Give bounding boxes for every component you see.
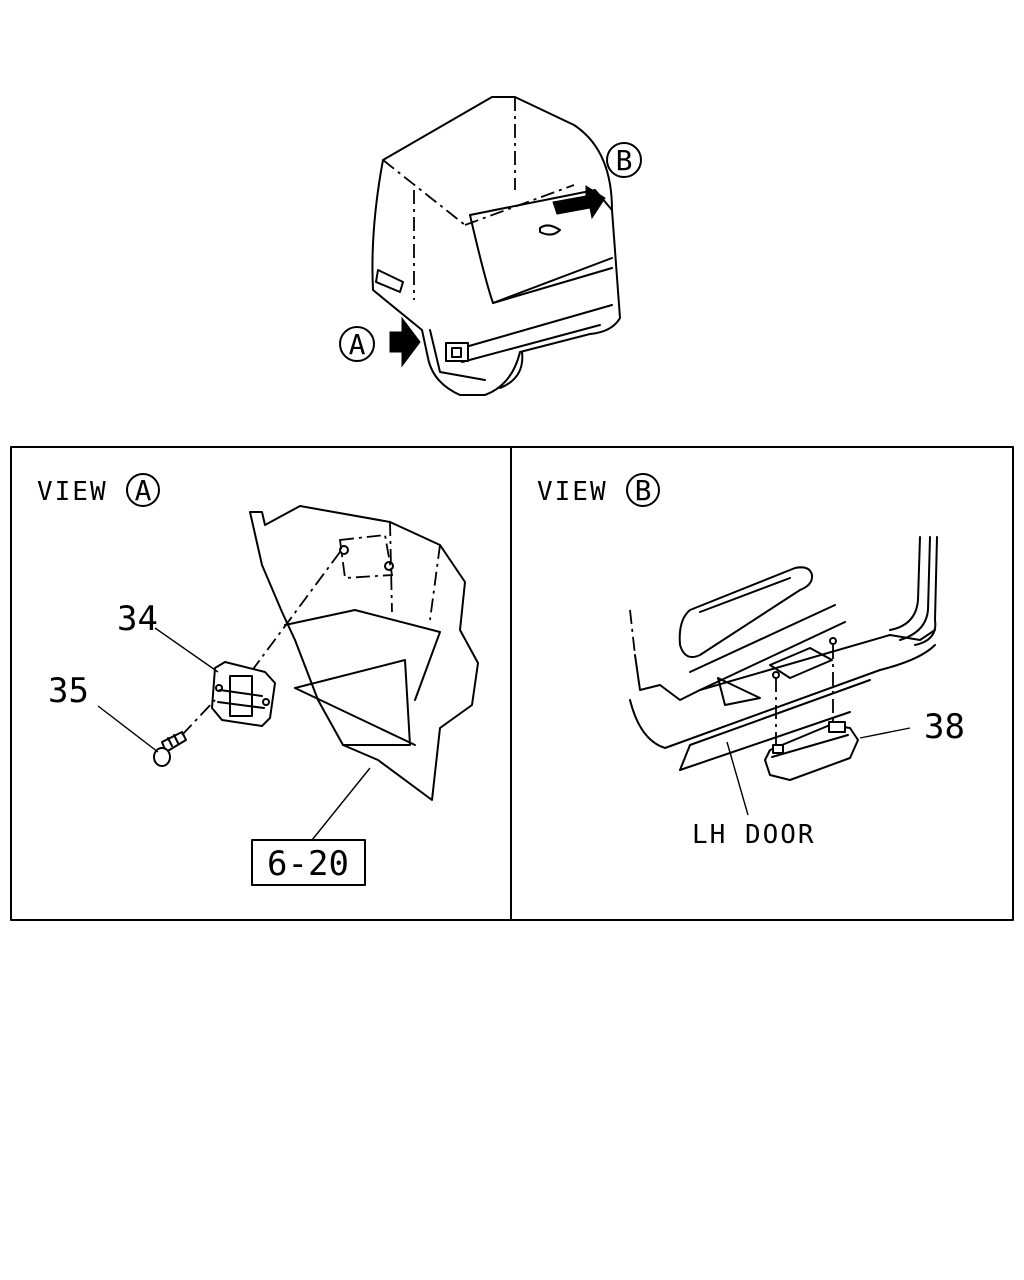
part-34-label: 34 [117, 599, 158, 639]
panel-view-a: VIEW A 34 [37, 473, 479, 886]
door-sill-lower [679, 679, 871, 771]
part-location-a-inner [451, 347, 462, 358]
view-a-circle [126, 473, 160, 507]
lamp-screw-hole [829, 637, 837, 645]
view-a-title: VIEW [37, 477, 108, 507]
front-bumper-lower [461, 324, 601, 363]
leader-35 [97, 705, 159, 753]
lamp-screw-hole [772, 671, 780, 679]
trim-shelf-edge [294, 687, 416, 746]
door-pillar [889, 536, 921, 631]
mount-hole [384, 561, 394, 571]
windshield [469, 189, 613, 216]
lh-door-label: LH DOOR [692, 820, 816, 850]
arrow-b [552, 185, 606, 220]
trim-hidden-line [389, 521, 393, 613]
trim-hidden-line [429, 544, 441, 621]
ref-box [251, 839, 366, 886]
door-pillar [914, 536, 938, 646]
callout-b-circle [606, 142, 642, 178]
wheel-arc [499, 351, 524, 389]
interior-trim-panel [249, 505, 479, 801]
door-armrest [678, 566, 814, 658]
front-bumper [454, 304, 613, 351]
part-35-screw [153, 731, 187, 767]
leader-38 [859, 727, 911, 739]
trim-shelf [294, 659, 411, 746]
door-trim-line [689, 604, 836, 673]
arrow-a [389, 316, 421, 368]
part-35-label: 35 [48, 671, 89, 711]
part-location-b [539, 224, 561, 236]
leader-ref [311, 767, 371, 841]
view-b-title: VIEW [537, 477, 608, 507]
cab-side-panel [429, 329, 486, 381]
panel-view-b: VIEW B 38 [537, 473, 965, 850]
mount-plate-outline [338, 534, 394, 579]
part-38-lamp [764, 721, 859, 781]
part-34-relay [211, 661, 276, 727]
callout-a-circle [339, 326, 375, 362]
door-lower-panel [634, 629, 936, 701]
lamp-cutout [769, 647, 833, 679]
armrest-inner [699, 577, 791, 613]
door-edge-dash [629, 609, 636, 656]
door-wedge [717, 677, 761, 706]
screw-leader [181, 699, 216, 736]
view-b-letter: B [635, 474, 652, 507]
cab-side-step [375, 269, 404, 293]
door-sill [629, 644, 936, 749]
view-b-circle [626, 473, 660, 507]
door-trim-line [699, 621, 846, 691]
trim-inner-edge [284, 609, 441, 701]
part-38-label: 38 [924, 707, 965, 747]
mount-hole [339, 545, 349, 555]
leader-door [726, 741, 749, 816]
callout-b-letter: B [616, 144, 633, 177]
cab-overview: A B [339, 96, 642, 396]
cab-body-outline [371, 96, 621, 396]
leader-34 [154, 627, 219, 673]
cab-roof-dash [382, 159, 466, 226]
ref-box-label: 6-20 [267, 844, 349, 884]
part-location-a [445, 342, 469, 362]
door-sill-lower [679, 711, 851, 771]
front-panel-line [492, 267, 613, 304]
view-a-letter: A [135, 474, 152, 507]
callout-a-letter: A [349, 328, 366, 361]
